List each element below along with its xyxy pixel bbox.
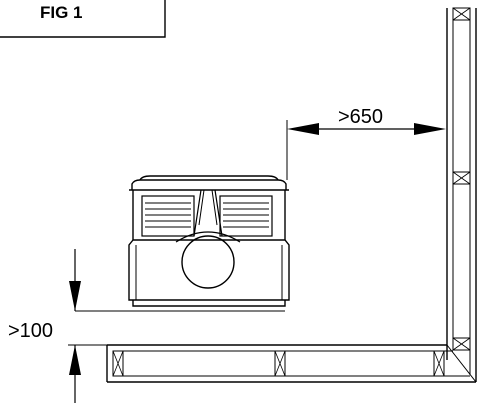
unit-center-spine xyxy=(193,189,223,237)
wall-brace-bottom xyxy=(452,337,471,351)
side-clearance-label: >650 xyxy=(338,106,383,128)
bottom-arrow-up xyxy=(69,345,81,375)
unit-top-cap xyxy=(131,179,287,190)
bottom-clearance-dimension: >100 xyxy=(8,249,285,403)
wall-brace-middle xyxy=(452,171,471,185)
left-vent-grille xyxy=(141,195,195,237)
figure-title: FIG 1 xyxy=(40,3,83,22)
title-box-border xyxy=(0,0,166,38)
figure-title-box: FIG 1 xyxy=(0,0,166,38)
floor-brace-middle xyxy=(274,350,286,377)
right-wall xyxy=(446,7,477,382)
unit-lower-housing xyxy=(128,239,290,301)
side-arrow-left xyxy=(287,123,319,135)
port-hood xyxy=(175,231,241,243)
bottom-arrow-down xyxy=(69,281,81,311)
wall-brace-top xyxy=(452,7,471,21)
floor-brace-right xyxy=(433,350,445,377)
appliance-unit xyxy=(128,175,290,307)
unit-upper-sides xyxy=(132,190,286,240)
floor xyxy=(106,344,477,383)
unit-lid xyxy=(139,175,279,181)
bottom-clearance-label: >100 xyxy=(8,320,53,342)
right-vent-grille xyxy=(219,195,273,237)
side-arrow-right xyxy=(414,123,446,135)
unit-base xyxy=(132,300,286,307)
unit-center-spine-inner xyxy=(198,189,218,226)
floor-brace-left xyxy=(112,350,124,377)
corner-joint xyxy=(446,344,477,383)
round-port xyxy=(181,235,235,289)
side-clearance-dimension: >650 xyxy=(286,106,446,180)
